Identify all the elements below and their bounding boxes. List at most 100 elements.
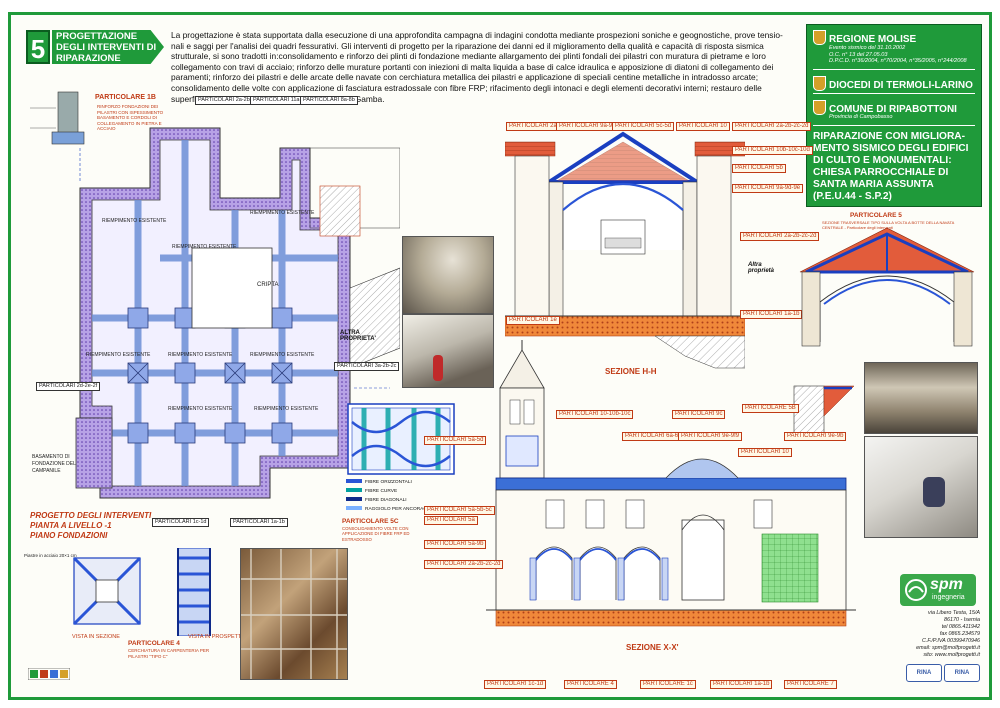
room-label: CRIPTA — [257, 282, 279, 288]
room-label: RIEMPIMENTO ESISTENTE — [168, 352, 233, 358]
callout: PARTICOLARI 5c-5d — [612, 122, 675, 131]
spm-logo-icon — [905, 579, 927, 601]
particolare-4-desc: CERCHIATURA IN CARPENTERIA PER PILASTRI … — [128, 648, 210, 659]
particolare-5-title: PARTICOLARE 5 — [850, 212, 902, 219]
plan-title: PROGETTO DEGLI INTERVENTI — [30, 511, 152, 520]
particolare-5-desc: SEZIONE TRASVERSALE TIPO SULLA VOLTA A B… — [822, 220, 955, 230]
callout: PARTICOLARI 5a — [424, 516, 478, 525]
comune-crest-icon — [813, 100, 826, 116]
particolare-5c-desc: CONSOLIDAMENTO VOLTE CON APPLICAZIONE DI… — [342, 526, 410, 542]
legend-swatch — [346, 497, 362, 501]
section-title: PROGETTAZIONE DEGLI INTERVENTI DI RIPARA… — [52, 30, 164, 64]
plan-subtitle: PIANTA A LIVELLO -1 — [30, 521, 112, 530]
contact-line: C.F./P.IVA 00399470946 — [921, 638, 980, 644]
callout: PARTICOLARI 5a-9b — [424, 540, 487, 549]
bottom-left-mark-icon — [28, 668, 70, 680]
plan-subtitle: PIANO FONDAZIONI — [30, 531, 108, 540]
scaffold-lines — [241, 549, 347, 679]
legend-swatch — [346, 479, 362, 483]
diocese-name: DIOCEDI DI TERMOLI-LARINO — [829, 80, 973, 91]
callout: PARTICOLARI 2a-2b-2c-2d — [424, 560, 504, 569]
divider — [813, 93, 975, 94]
photo-vault-interior — [402, 236, 494, 314]
callout: PARTICOLARI 9c — [672, 410, 726, 419]
room-label: RIEMPIMENTO ESISTENTE — [250, 352, 315, 358]
legend-text: FIBRE CURVE — [365, 489, 398, 494]
section-hh-altra: Altra proprietà — [748, 262, 775, 274]
project-title: RIPARAZIONE CON MIGLIORA-MENTO SISMICO D… — [813, 131, 969, 202]
legend-item: FIBRE ORIZZONTALI — [346, 478, 455, 487]
legend-item: FIBRE DIAGONALI — [346, 496, 455, 505]
frp-legend: FIBRE ORIZZONTALI FIBRE CURVE FIBRE DIAG… — [346, 478, 455, 514]
room-label: RIEMPIMENTO ESISTENTE — [172, 244, 237, 250]
worker-figure — [923, 477, 945, 507]
callout: PARTICOLARI 10 — [676, 122, 730, 131]
section-hh-label: SEZIONE H-H — [605, 367, 657, 376]
divider — [813, 125, 975, 126]
legend-swatch — [346, 488, 362, 492]
callout: PARTICOLARE 7 — [784, 680, 837, 689]
callout: PARTICOLARI 9e-9b — [784, 432, 847, 441]
callout: PARTICOLARI 10b-10c-10d — [732, 146, 813, 155]
region-note: D.P.C.D. n°36/2004, n°70/2004, n°35/2005… — [829, 58, 967, 65]
pillar-cerchiatura-section — [72, 556, 142, 626]
foundation-plan-drawing — [30, 91, 400, 499]
callout: PARTICOLARI 9e-9f9 — [678, 432, 743, 441]
callout: PARTICOLARE 4 — [564, 680, 617, 689]
legend-item: FIBRE CURVE — [346, 487, 455, 496]
campanile-note: BASAMENTO DI FONDAZIONE DEL CAMPANILE — [32, 454, 76, 474]
region-notes: Evento sismico del 31.10.2002 O.C. n° 13… — [829, 45, 975, 65]
plan-callout: PARTICOLARI 8a-8b — [300, 96, 358, 105]
diocese-row: DIOCEDI DI TERMOLI-LARINO — [813, 75, 975, 93]
contact-line: via Libero Testa, 15/A — [928, 610, 980, 616]
title-panel: REGIONE MOLISE Evento sismico del 31.10.… — [806, 24, 982, 207]
rina-cert-badge: RINA — [906, 664, 942, 682]
room-label: RIEMPIMENTO ESISTENTE — [168, 406, 233, 412]
particolare-1b-desc: RINFORZO FONDAZIONI DEI PILASTRI CON ISP… — [97, 104, 164, 131]
callout: PARTICOLARI 2a-2b-2c-2d — [740, 232, 820, 241]
contact-line: tel 0865.411942 — [941, 624, 980, 630]
particolare-5c-title: PARTICOLARE 5C — [342, 518, 399, 525]
legend-text: FIBRE ORIZZONTALI — [365, 480, 412, 485]
room-label: RIEMPIMENTO ESISTENTE — [254, 406, 319, 412]
legend-item: RAGGIOLO PER ANCORAGGIO NASTRI — [346, 505, 455, 514]
callout: PARTICOLARI 2a-2b-2c-2d — [732, 122, 812, 131]
callout: PARTICOLARI 1a-1b — [710, 680, 773, 689]
pillar-cerchiatura-prospetto — [177, 548, 211, 636]
contact-line: sito: www.molfprogetti.it — [923, 652, 980, 658]
photo-vault-roof — [864, 362, 978, 434]
callout: PARTICOLARI 5b — [732, 164, 786, 173]
callout: PARTICOLARI 6a-6b — [622, 432, 685, 441]
callout: PARTICOLARI 9a-9d-9e — [732, 184, 804, 193]
callout: PARTICOLARI 1e — [506, 316, 560, 325]
room-label: RIEMPIMENTO ESISTENTE — [86, 352, 151, 358]
vista-prospetto-label: VISTA IN PROSPETTO — [188, 634, 246, 640]
callout: PARTICOLARI 10-10b-10c — [556, 410, 634, 419]
particolare-1b-title: PARTICOLARE 1B — [95, 94, 156, 101]
campanile-base — [75, 417, 113, 489]
contact-line: fax 0865.234579 — [939, 631, 980, 637]
callout: PARTICOLARI 5a-5d — [424, 436, 487, 445]
region-name: REGIONE MOLISE — [829, 34, 917, 45]
contact-line: 86170 - Isernia — [944, 617, 980, 623]
spm-logo-sub: ingegneria — [932, 594, 965, 601]
photo-scaffolding — [240, 548, 348, 680]
callout: PARTICOLARI 10 — [738, 448, 792, 457]
divider — [813, 69, 975, 70]
particolare-5-drawing — [799, 227, 975, 347]
room-label: RIEMPIMENTO ESISTENTE — [102, 218, 167, 224]
altra-proprieta-label: ALTRA PROPRIETA' — [340, 330, 376, 342]
section-number: 5 — [26, 30, 50, 64]
worker-figure — [433, 355, 443, 381]
rina-cert-badge: RINA — [944, 664, 980, 682]
crypt-room — [191, 247, 273, 329]
legend-swatch — [346, 506, 362, 510]
callout: PARTICOLARE 5B — [742, 404, 799, 413]
callout: PARTICOLARI 1c-1d — [484, 680, 547, 689]
province: Provincia di Campobasso — [829, 114, 893, 120]
callout: PARTICOLARE 1c — [640, 680, 696, 689]
legend-text: RAGGIOLO PER ANCORAGGIO NASTRI — [365, 507, 455, 512]
vista-sezione-label: VISTA IN SEZIONE — [72, 634, 120, 640]
region-crest-icon — [813, 30, 826, 46]
room-label: RIEMPIMENTO ESISTENTE — [250, 210, 315, 216]
